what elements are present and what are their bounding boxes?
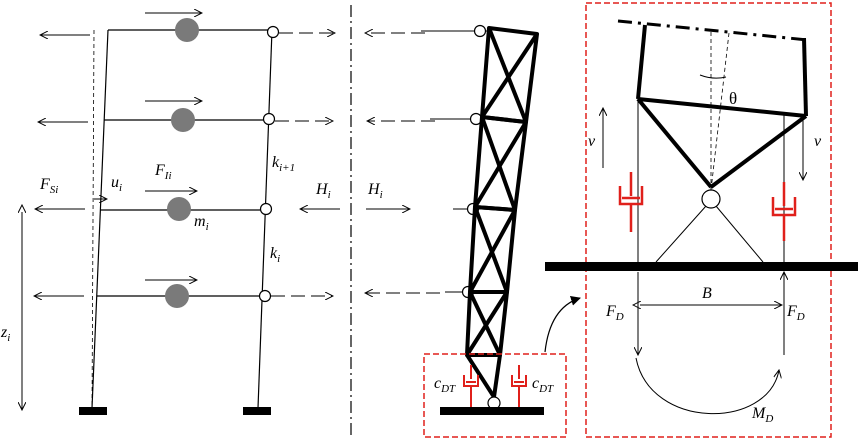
detail-frame xyxy=(585,2,832,438)
left-column-undeformed xyxy=(91,29,95,409)
mass-4 xyxy=(175,18,199,42)
detail-callout-box xyxy=(423,353,567,438)
rotation-arc xyxy=(699,74,727,79)
label-damper-left: cDT xyxy=(434,375,456,395)
label-mass: mi xyxy=(194,213,209,233)
braced-tower-model: Hi xyxy=(365,24,581,438)
detail-beam xyxy=(637,97,807,118)
label-height: zi xyxy=(0,324,10,344)
tower-damper-right xyxy=(511,365,527,407)
label-damper-moment: MD xyxy=(751,405,773,425)
label-stiffness-lower: ki xyxy=(270,245,280,265)
mass-1 xyxy=(165,284,189,308)
label-rotation: θ xyxy=(729,89,737,108)
damper-moment-arc xyxy=(635,357,779,414)
detail-tilted-reference xyxy=(710,32,730,191)
rocking-detail: θ v v B FD xyxy=(545,2,858,438)
label-damper-right: cDT xyxy=(532,375,554,395)
detail-callout-arrow xyxy=(544,295,581,353)
tower-node-4 xyxy=(473,24,487,38)
left-base xyxy=(79,407,107,415)
label-velocity-right: v xyxy=(814,133,822,150)
link-node-1 xyxy=(258,289,272,303)
tower-damper-left xyxy=(463,365,479,407)
detail-damper-left xyxy=(618,172,644,232)
right-base xyxy=(243,407,271,415)
detail-support-right xyxy=(715,205,764,263)
detail-top-reference xyxy=(617,19,809,42)
label-damper-force-left: FD xyxy=(605,303,624,323)
left-column xyxy=(91,29,109,409)
label-damper-force-right: FD xyxy=(786,303,805,323)
label-displacement: ui xyxy=(111,174,122,194)
label-base-width: B xyxy=(702,285,712,302)
label-velocity-left: v xyxy=(588,133,596,150)
label-seismic-force: FSi xyxy=(39,176,58,196)
detail-brace-left xyxy=(636,97,713,189)
mass-2 xyxy=(167,197,191,221)
label-interaction-right: Hi xyxy=(367,181,383,201)
link-node-4 xyxy=(266,25,280,39)
detail-left-post xyxy=(636,24,647,100)
right-column xyxy=(257,29,273,409)
link-node-2 xyxy=(259,202,273,216)
detail-brace-right xyxy=(709,114,808,189)
label-stiffness-upper: ki+1 xyxy=(272,154,295,174)
detail-damper-right xyxy=(771,182,797,241)
label-interaction-left: Hi xyxy=(315,181,331,201)
shear-frame-model: FSi ui FIi ki+1 mi ki Hi zi xyxy=(0,13,340,415)
detail-ground xyxy=(545,262,858,271)
detail-pivot xyxy=(701,189,721,209)
label-inertia-force: FIi xyxy=(154,162,172,182)
tower-foundation xyxy=(440,407,544,415)
tower-truss xyxy=(465,26,539,399)
detail-support-left xyxy=(655,205,707,263)
link-node-3 xyxy=(262,112,276,126)
mass-3 xyxy=(171,108,195,132)
detail-right-post xyxy=(802,37,808,117)
